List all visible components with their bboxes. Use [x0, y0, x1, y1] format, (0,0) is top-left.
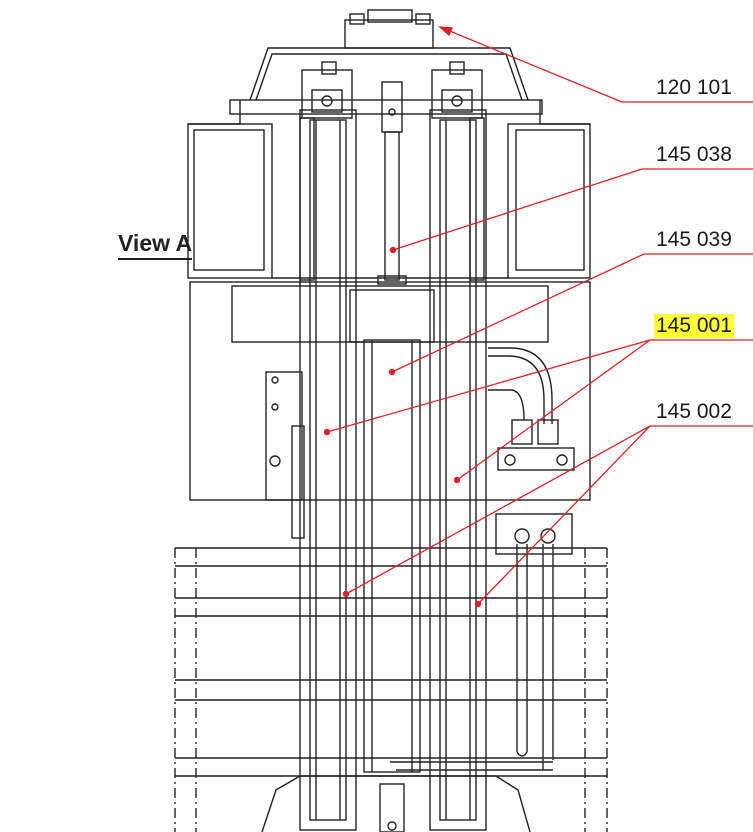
callout-label-145002: 145 002: [656, 400, 732, 423]
callout-label-120101: 120 101: [656, 76, 732, 99]
top-cover: [187, 9, 591, 279]
leader-lines: [323, 26, 656, 608]
leader-120101: [438, 26, 656, 103]
center-column: [363, 339, 421, 773]
callout-label-145038: 145 038: [656, 143, 732, 166]
base-frame: [174, 547, 608, 832]
view-title: View A: [118, 230, 193, 260]
leader-145039: [388, 253, 656, 376]
leader-145038: [389, 168, 656, 254]
left-cylinder: [299, 109, 357, 831]
hydraulic-lines: [390, 347, 575, 771]
callout-underlines: [656, 101, 753, 427]
machine-assembly: [174, 9, 608, 832]
middle-block: [189, 281, 591, 539]
callout-label-145039: 145 039: [656, 228, 732, 251]
callout-label-145001: 145 001: [654, 314, 734, 338]
bottom-housing: [261, 775, 531, 832]
right-cylinder: [429, 109, 487, 831]
leader-145001: [323, 339, 656, 484]
leader-145002: [342, 425, 656, 608]
